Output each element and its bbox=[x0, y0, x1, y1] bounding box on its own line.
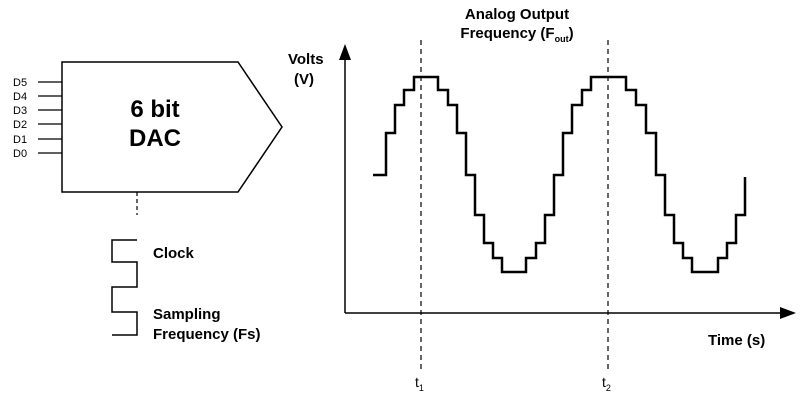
input-label-d5: D5 bbox=[13, 77, 27, 89]
x-axis-arrowhead bbox=[780, 307, 796, 319]
clock-signal: Clock Sampling Frequency (Fs) bbox=[111, 192, 261, 343]
input-label-d0: D0 bbox=[13, 148, 27, 160]
t2-label: t2 bbox=[602, 374, 611, 393]
dac-block: 6 bit DAC bbox=[61, 61, 283, 193]
y-axis-label-line2: (V) bbox=[294, 71, 314, 88]
plot-labels: Analog Output Frequency (Fout) Volts (V)… bbox=[288, 6, 765, 349]
input-label-d4: D4 bbox=[13, 91, 27, 103]
x-axis-label: Time (s) bbox=[708, 332, 765, 349]
analog-output-staircase-waveform bbox=[373, 75, 747, 274]
y-axis-label-line1: Volts bbox=[288, 51, 324, 68]
dac-title-line1: 6 bit bbox=[130, 96, 179, 123]
t1-label: t1 bbox=[415, 374, 424, 393]
input-label-d1: D1 bbox=[13, 134, 27, 146]
dac-title-line2: DAC bbox=[129, 125, 181, 152]
plot-title-line1: Analog Output bbox=[465, 6, 569, 23]
y-axis-arrowhead bbox=[339, 44, 351, 60]
input-label-d3: D3 bbox=[13, 105, 27, 117]
clock-waveform bbox=[111, 239, 138, 336]
clock-label: Clock bbox=[153, 245, 195, 262]
sampling-frequency-line1: Sampling bbox=[153, 306, 221, 323]
dac-inputs: D5 D4 D3 D2 D1 D0 bbox=[13, 77, 62, 160]
sampling-frequency-line2: Frequency (Fs) bbox=[153, 326, 261, 343]
dac-body bbox=[61, 61, 283, 193]
plot-axes bbox=[339, 44, 796, 319]
input-label-d2: D2 bbox=[13, 119, 27, 131]
time-markers: t1 t2 bbox=[415, 40, 611, 393]
plot-title-line2: Frequency (Fout) bbox=[460, 25, 573, 44]
